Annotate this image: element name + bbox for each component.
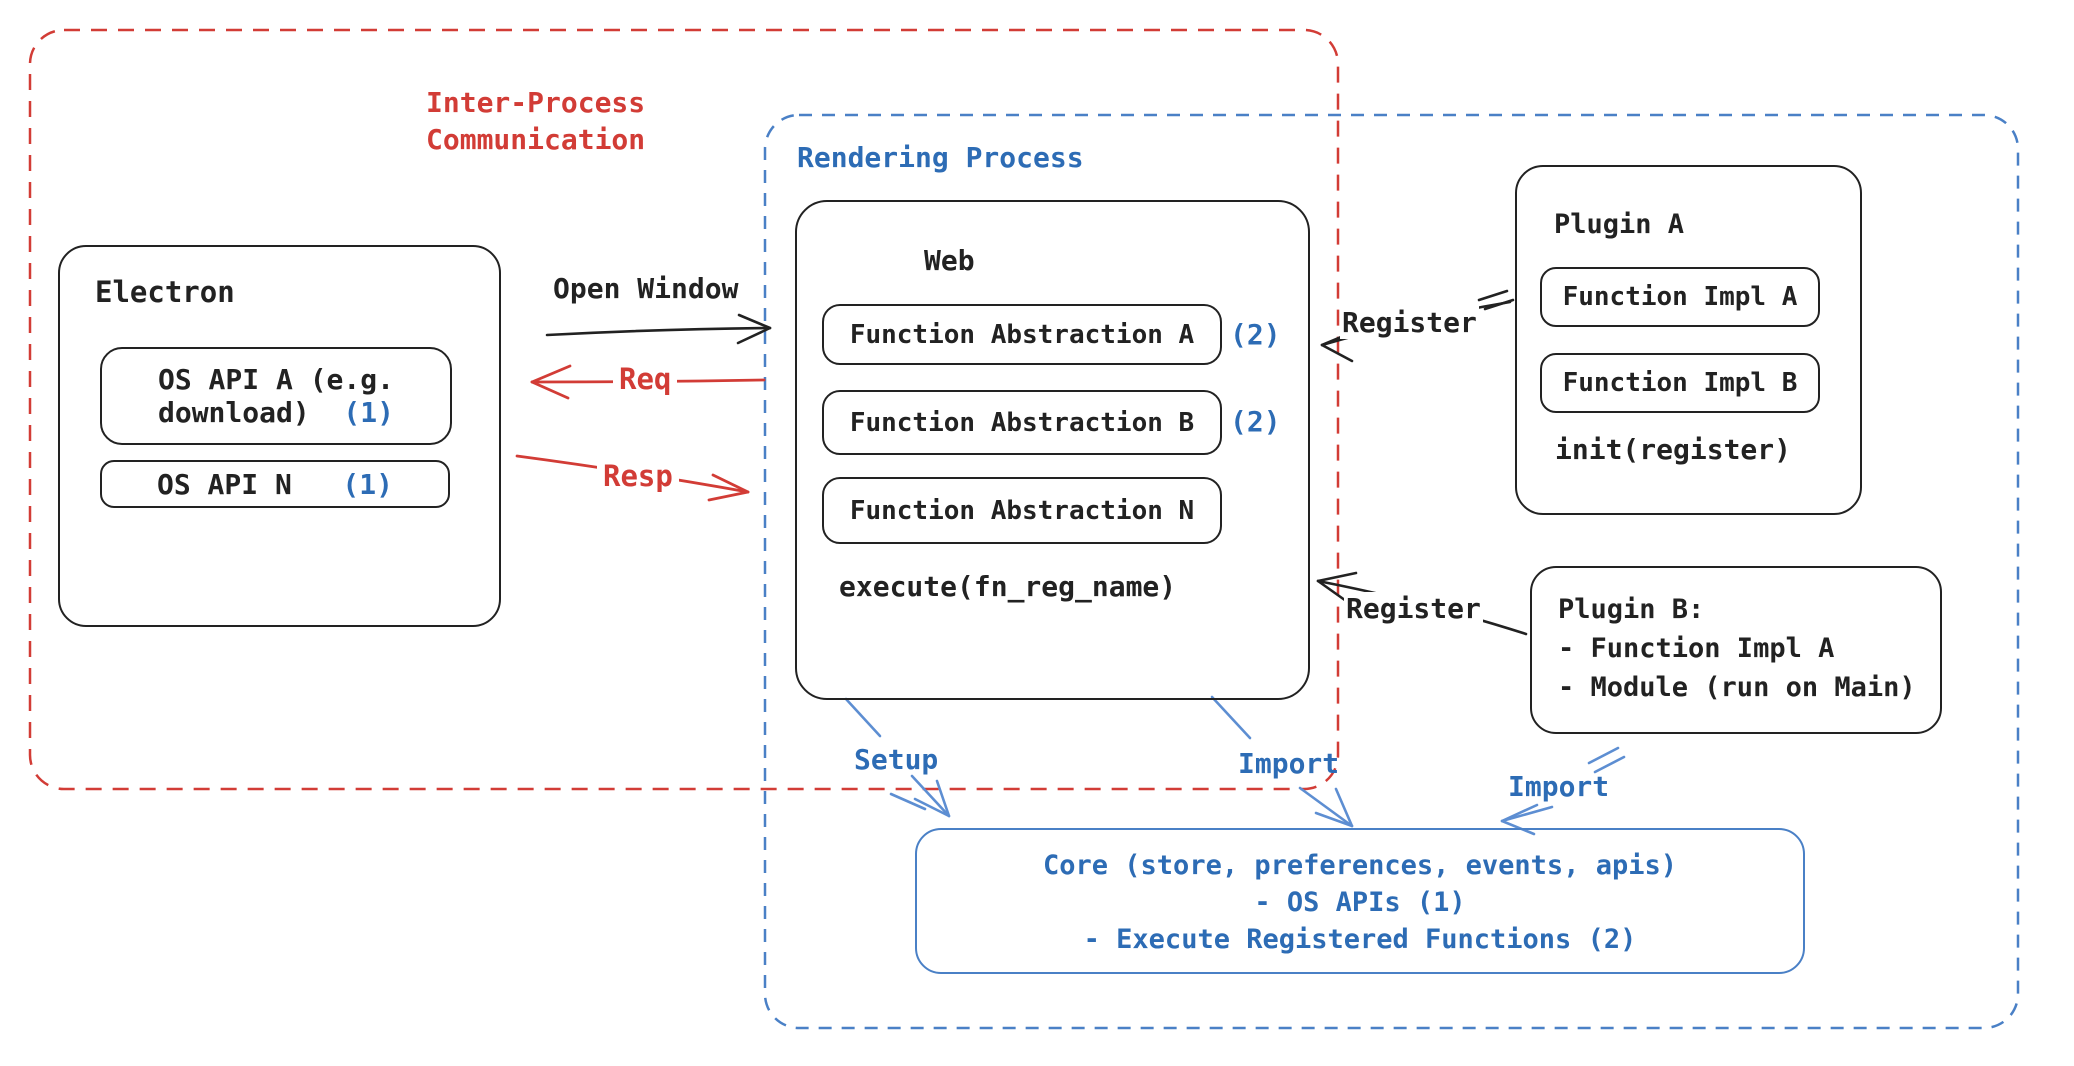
web-title: Web	[924, 244, 975, 277]
os-api-a-box: OS API A (e.g. download) (1)	[100, 347, 452, 445]
rendering-container-label: Rendering Process	[797, 141, 1084, 174]
init-register-text: init(register)	[1555, 433, 1792, 466]
function-abstraction-b-box: Function Abstraction B	[822, 390, 1222, 455]
open-window-arrow-label: Open Window	[553, 272, 739, 305]
ipc-container-label: Inter-Process Communication	[426, 86, 646, 156]
resp-arrow-label: Resp	[597, 459, 679, 493]
function-impl-b-box: Function Impl B	[1540, 353, 1820, 413]
import-plugin-arrow	[1500, 746, 1626, 836]
function-abstraction-a-box: Function Abstraction A	[822, 304, 1222, 365]
plugin-b-item-module: - Module (run on Main)	[1558, 672, 1916, 703]
register-bottom-arrow-label: Register	[1344, 592, 1483, 625]
core-item-execute-functions: - Execute Registered Functions (2)	[1083, 924, 1637, 955]
os-api-a-line2: download) (1)	[158, 396, 394, 429]
os-api-n-badge: (1)	[342, 467, 393, 501]
function-abstraction-b-badge: (2)	[1230, 405, 1281, 438]
function-abstraction-a-badge: (2)	[1230, 318, 1281, 351]
import-web-arrow-label: Import	[1238, 747, 1340, 780]
plugin-b-item-function-impl: - Function Impl A	[1558, 633, 1835, 664]
execute-function-text: execute(fn_reg_name)	[839, 570, 1177, 603]
ipc-dashed-container	[28, 28, 1340, 791]
plugin-b-box: Plugin B: - Function Impl A - Module (ru…	[1530, 566, 1942, 734]
plugin-b-title: Plugin B:	[1558, 594, 1705, 625]
core-box: Core (store, preferences, events, apis) …	[915, 828, 1805, 974]
core-title: Core (store, preferences, events, apis)	[1043, 850, 1677, 881]
setup-arrow	[844, 697, 951, 818]
os-api-n-box: OS API N (1)	[100, 460, 450, 508]
web-box: Web Function Abstraction A (2) Function …	[795, 200, 1310, 700]
register-top-arrow-label: Register	[1340, 306, 1479, 339]
function-abstraction-n-box: Function Abstraction N	[822, 477, 1222, 544]
open-window-arrow	[545, 313, 772, 345]
os-api-n-label: OS API N	[156, 467, 292, 501]
os-api-a-line2-text: download)	[157, 396, 310, 429]
electron-box: Electron OS API A (e.g. download) (1) OS…	[58, 245, 501, 627]
core-item-os-apis: - OS APIs (1)	[1254, 887, 1466, 918]
setup-arrow-label: Setup	[854, 743, 939, 776]
plugin-a-title: Plugin A	[1554, 209, 1685, 240]
os-api-a-badge: (1)	[343, 396, 394, 429]
plugin-a-box: Plugin A Function Impl A Function Impl B…	[1515, 165, 1862, 515]
os-api-a-line1: OS API A (e.g.	[157, 363, 394, 396]
electron-title: Electron	[95, 275, 235, 309]
rendering-dashed-container	[763, 113, 2020, 1030]
req-arrow-label: Req	[613, 362, 678, 396]
import-web-arrow	[1210, 695, 1354, 828]
import-plugin-arrow-label: Import	[1508, 770, 1610, 803]
function-impl-a-box: Function Impl A	[1540, 267, 1820, 327]
